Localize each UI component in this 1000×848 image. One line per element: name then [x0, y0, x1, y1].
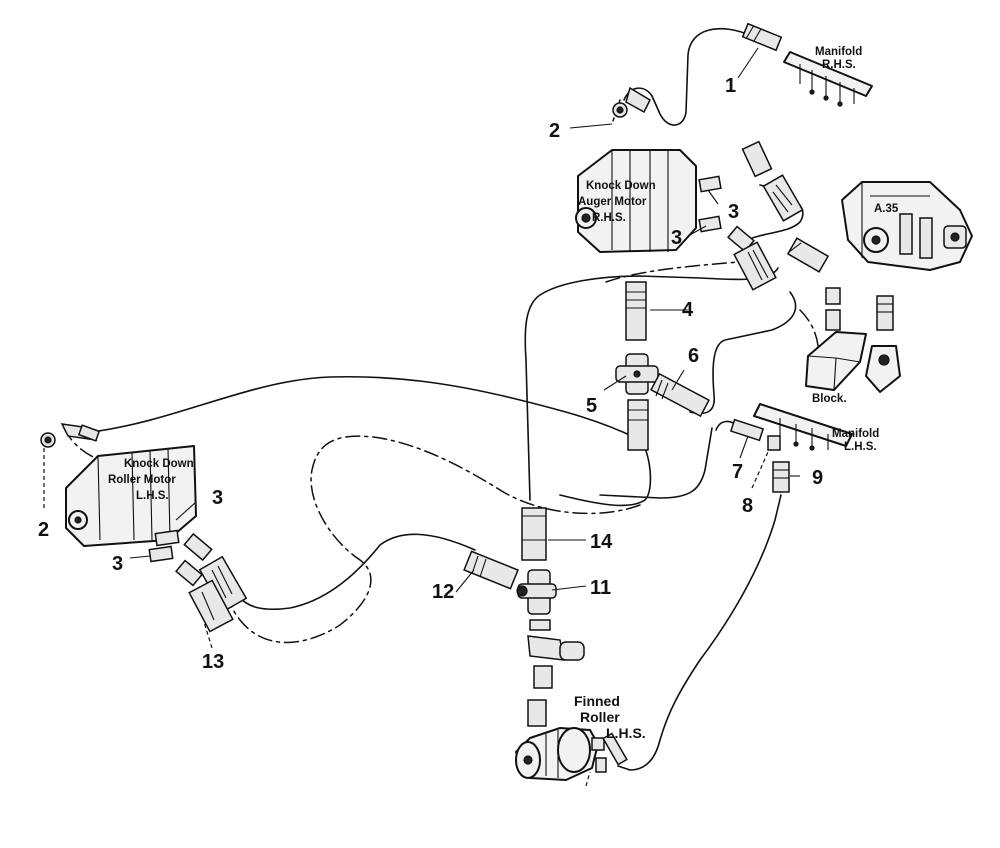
part-number-12: 12 — [432, 581, 454, 603]
hose-9-to-finned-roller — [617, 494, 782, 771]
hose-manifold-rhs-to-elbow — [623, 28, 753, 126]
part-number-1: 1 — [725, 75, 736, 97]
finned-roller-label-2: Roller — [580, 709, 620, 725]
manifold-lhs: Manifold L.H.S. — [729, 403, 879, 493]
part-number-5: 5 — [586, 395, 597, 417]
valve-label: A.35 — [874, 203, 899, 215]
finned-roller-motor: Finned Roller L.H.S. — [515, 693, 646, 781]
hose-12-to-13 — [239, 533, 476, 611]
part-number-13: 13 — [202, 651, 224, 673]
roller-motor-lhs: Knock Down Roller Motor L.H.S. — [40, 423, 248, 633]
auger-motor-label-3: R.H.S. — [592, 212, 626, 224]
part-number-14: 14 — [590, 531, 613, 553]
manifold-rhs: Manifold R.H.S. — [741, 22, 873, 107]
part-number-7: 7 — [732, 461, 743, 483]
part-number-8: 8 — [742, 495, 753, 517]
part-number-4: 4 — [682, 299, 694, 321]
part-number-9: 9 — [812, 467, 823, 489]
roller-motor-label-3: L.H.S. — [136, 490, 169, 502]
finned-roller-label-1: Finned — [574, 693, 620, 709]
auger-motor-rhs: Knock Down Auger Motor R.H.S. — [575, 140, 830, 291]
fitting-part-6 — [650, 372, 710, 418]
part-number-2-left: 2 — [38, 519, 49, 541]
manifold-rhs-label-2: R.H.S. — [822, 59, 856, 71]
finned-roller-label-3: L.H.S. — [606, 725, 646, 741]
fitting-part-4 — [625, 281, 647, 341]
manifold-rhs-label-1: Manifold — [815, 46, 862, 58]
hose-roller-top — [91, 375, 652, 507]
manifold-lhs-label-1: Manifold — [832, 428, 879, 440]
auger-motor-label-1: Knock Down — [586, 180, 656, 192]
part-number-3-a: 3 — [728, 201, 739, 223]
part-number-3-c: 3 — [212, 487, 223, 509]
part-numbers: 1 2 3 3 4 5 6 7 8 9 2 3 3 14 11 12 13 — [38, 75, 823, 673]
leader-lines — [43, 47, 800, 787]
auger-motor-label-2: Auger Motor — [578, 196, 647, 208]
roller-motor-label-1: Knock Down — [124, 458, 194, 470]
fitting-part-12 — [463, 550, 519, 590]
part-number-6: 6 — [688, 345, 699, 367]
part-number-2-top: 2 — [549, 120, 560, 142]
elbow-fitting-top — [612, 86, 651, 118]
dashed-long-return — [225, 435, 641, 644]
roller-motor-label-2: Roller Motor — [108, 474, 176, 486]
manifold-lhs-label-2: L.H.S. — [844, 441, 877, 453]
center-fittings — [463, 281, 710, 727]
part-number-3-b: 3 — [671, 227, 682, 249]
dashed-auger-link — [605, 261, 741, 283]
block-component: Block. — [805, 287, 901, 405]
hose-7-connection — [599, 427, 713, 499]
block-label: Block. — [812, 393, 847, 405]
hose-auger-to-6 — [689, 291, 797, 415]
valve-a35: A.35 — [841, 181, 973, 271]
part-number-3-d: 3 — [112, 553, 123, 575]
fitting-part-14 — [521, 507, 547, 561]
part-number-11: 11 — [590, 577, 611, 599]
